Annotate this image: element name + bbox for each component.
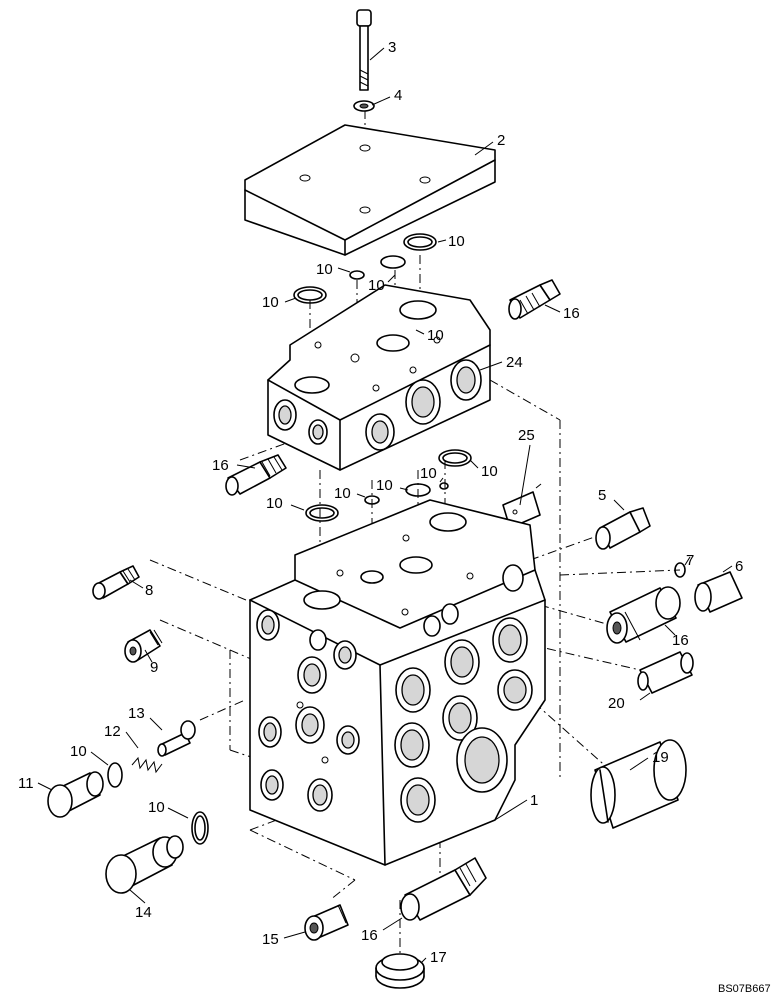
cartridge-part-16-bottom (400, 857, 487, 921)
leader-lines (37, 47, 733, 963)
o-ring-part-10-left-lower (191, 811, 209, 845)
plug-part-15 (304, 904, 349, 941)
plunger-part-13 (157, 720, 196, 757)
callout-10f: 10 (420, 465, 437, 482)
callout-10h: 10 (376, 477, 393, 494)
plug-part-17 (375, 953, 425, 989)
cartridge-part-14 (105, 835, 184, 894)
callout-17: 17 (430, 949, 447, 966)
callout-6: 6 (735, 558, 743, 575)
callout-16b: 16 (212, 457, 229, 474)
callout-8: 8 (145, 582, 153, 599)
o-ring-part-7 (674, 562, 686, 578)
plug-part-11 (47, 771, 104, 818)
callout-labels: 3 4 2 10 10 10 10 16 10 24 25 16 10 10 1… (18, 39, 771, 995)
callout-10d: 10 (262, 294, 279, 311)
middle-o-rings (305, 449, 472, 522)
cartridge-part-16-right (606, 586, 681, 644)
callout-11: 11 (18, 775, 34, 792)
callout-25: 25 (518, 427, 535, 444)
cover-plate-part-2 (244, 124, 496, 256)
callout-10b: 10 (316, 261, 333, 278)
o-ring-part-10-left-upper (107, 762, 123, 788)
callout-10j: 10 (266, 495, 283, 512)
plug-part-20 (637, 651, 694, 694)
callout-13: 13 (128, 705, 145, 722)
callout-9: 9 (150, 659, 158, 676)
callout-24: 24 (506, 354, 523, 371)
callout-20: 20 (608, 695, 625, 712)
callout-16c: 16 (672, 632, 689, 649)
callout-5: 5 (598, 487, 606, 504)
cartridge-part-16-upper-left (225, 454, 287, 496)
spring-part-12 (131, 756, 163, 774)
callout-10a: 10 (448, 233, 465, 250)
plug-part-9 (124, 629, 163, 663)
callout-19: 19 (652, 749, 669, 766)
bolt-part-3 (356, 9, 372, 91)
callout-12: 12 (104, 723, 121, 740)
cartridge-part-19 (590, 739, 687, 829)
callout-15: 15 (262, 931, 279, 948)
callout-10i: 10 (334, 485, 351, 502)
callout-10k: 10 (70, 743, 87, 760)
callout-3: 3 (388, 39, 396, 56)
callout-16d: 16 (361, 927, 378, 944)
callout-14: 14 (135, 904, 152, 921)
cartridge-part-5 (595, 507, 651, 550)
cartridge-part-16-upper-right (508, 279, 561, 320)
upper-valve-section-part-24 (267, 284, 491, 471)
drawing-code: BS07B667 (718, 983, 771, 995)
callout-10l: 10 (148, 799, 165, 816)
callout-10g: 10 (481, 463, 498, 480)
callout-2: 2 (497, 132, 505, 149)
callout-10e: 10 (427, 327, 444, 344)
plug-part-6 (694, 571, 743, 613)
washer-part-4 (353, 100, 375, 112)
callout-10c: 10 (368, 277, 385, 294)
main-valve-body-part-1 (249, 499, 546, 866)
callout-7: 7 (686, 552, 694, 569)
callout-1: 1 (530, 792, 538, 809)
callout-4: 4 (394, 87, 402, 104)
plug-part-8 (92, 565, 140, 600)
callout-16a: 16 (563, 305, 580, 322)
